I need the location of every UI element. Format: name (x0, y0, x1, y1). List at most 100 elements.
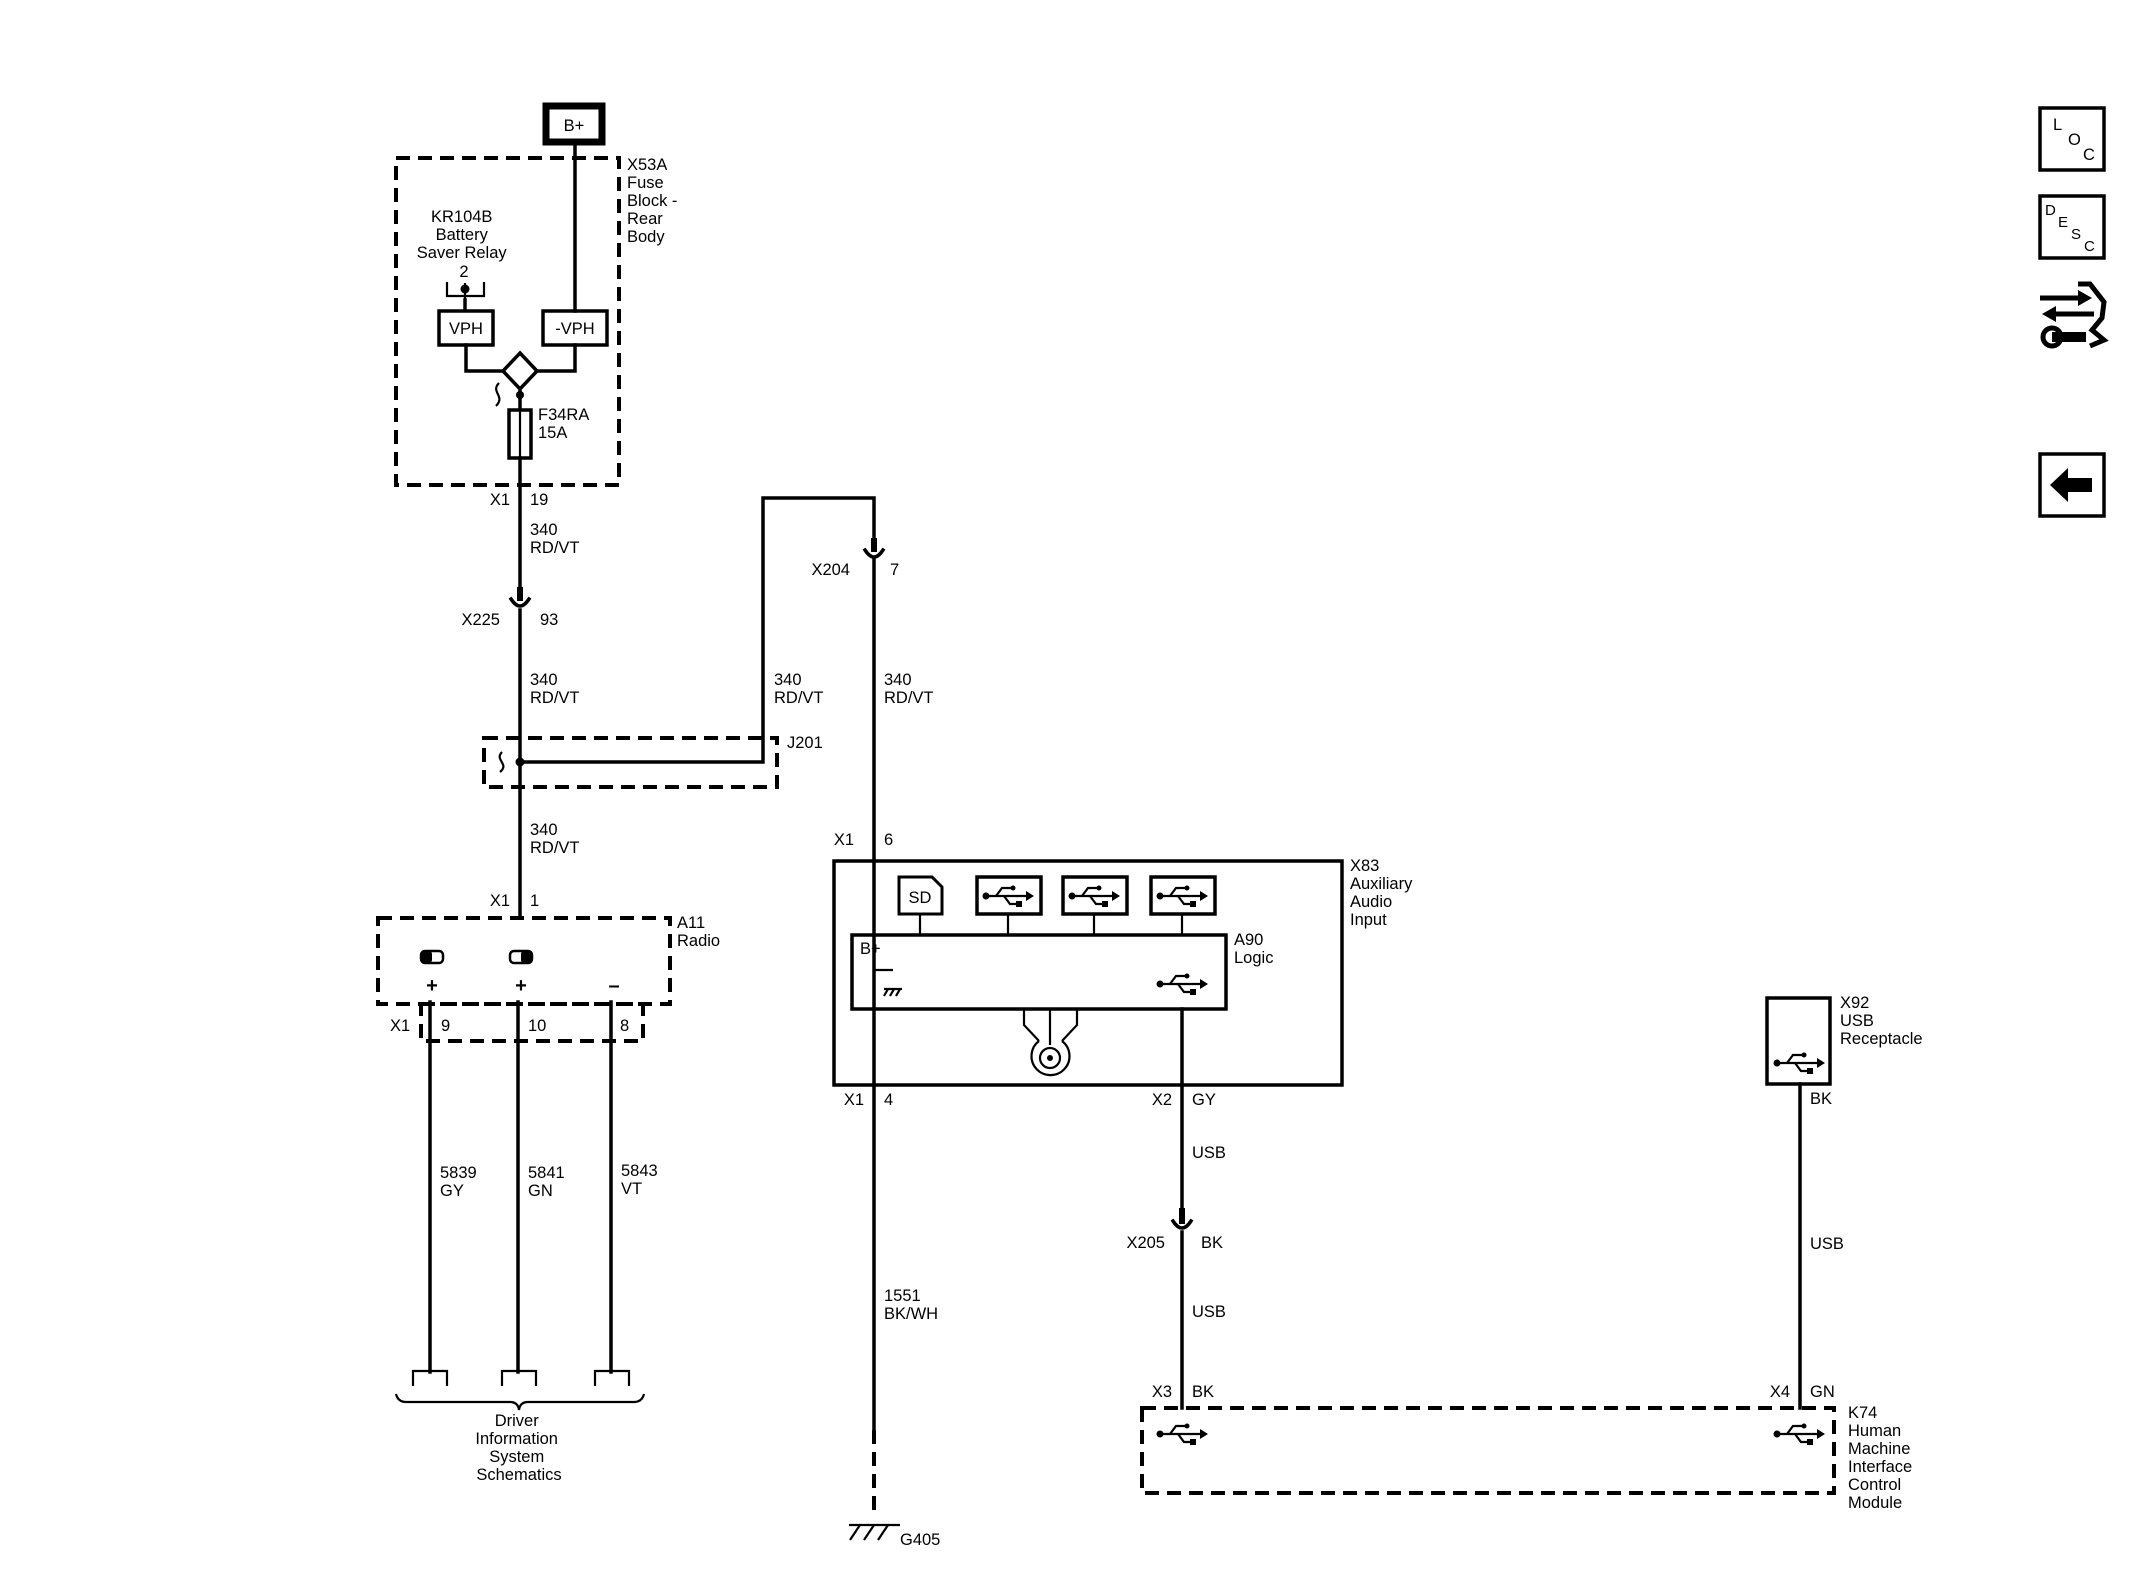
wire-5843-label: 5843 VT (621, 1162, 662, 1198)
service-tools-icon[interactable] (2040, 281, 2109, 349)
radio-minus-sign: – (608, 975, 619, 997)
wire-340-label: 340 RD/VT (884, 671, 934, 707)
splice-label: J201 (787, 734, 823, 752)
radio-pin: 10 (528, 1017, 546, 1035)
fuse-label: F34RA 15A (538, 406, 593, 442)
aux-conn-bottom1: X1 (844, 1091, 864, 1109)
conn-x1-label: X1 (490, 491, 510, 509)
ground-label: G405 (900, 1531, 940, 1549)
usb-icon (1155, 1422, 1210, 1447)
usb-port-icon (975, 875, 1043, 916)
loc-button[interactable]: L O C (2038, 106, 2106, 172)
wire-340-label: 340 RD/VT (530, 671, 580, 707)
aux-pin-bottom2: GY (1192, 1091, 1216, 1109)
fuse-block-x53a (394, 156, 621, 487)
usb-label: USB (1192, 1144, 1226, 1162)
aux-conn-bottom2: X2 (1152, 1091, 1172, 1109)
logic-a90 (850, 933, 1228, 1011)
wire-5841-label: 5841 GN (528, 1164, 569, 1200)
aux-jack-icon (1022, 1009, 1079, 1077)
hmi-conn-right: X4 (1770, 1383, 1790, 1401)
radio-conn: X1 (490, 892, 510, 910)
dis-connector-symbols (394, 1369, 646, 1411)
dis-label: Driver Information System Schematics (475, 1412, 562, 1484)
wire-340-label: 340 RD/VT (530, 821, 580, 857)
relay-diamond (500, 350, 540, 392)
radio-pin-in: 1 (530, 892, 539, 910)
radio-pin: 8 (620, 1017, 629, 1035)
aux-pin-bottom1: 4 (884, 1091, 893, 1109)
aux-audio-input-x83 (832, 859, 1344, 1087)
wire-340-label: 340 RD/VT (530, 521, 580, 557)
logic-bplus: B+ (860, 940, 881, 958)
wire-5839-label: 5839 GY (440, 1164, 481, 1200)
connector-x205 (1170, 1208, 1194, 1230)
usb-receptacle-x92 (1765, 996, 1832, 1086)
svg-text:E: E (2058, 214, 2068, 231)
radio-plus-sign: + (426, 975, 438, 997)
svg-text:L: L (2053, 116, 2062, 134)
wire-1551-label: 1551 BK/WH (884, 1287, 938, 1323)
svg-text:S: S (2071, 226, 2081, 243)
hmi-pin-left: BK (1192, 1383, 1214, 1401)
sd-card-icon: SD (897, 875, 944, 916)
svg-text:C: C (2083, 146, 2095, 164)
hmi-module-k74 (1140, 1406, 1836, 1495)
bplus-label: B+ (564, 117, 585, 135)
vph-box: VPH (437, 309, 495, 347)
chassis-ground-icon (872, 968, 902, 997)
relay-connector-symbol (445, 282, 486, 300)
svg-text:-VPH: -VPH (555, 320, 594, 338)
usb-receptacle-pin: BK (1810, 1090, 1832, 1108)
bplus-source: B+ (542, 102, 606, 146)
conn-x1-pin: 19 (530, 491, 548, 509)
usb-icon (1772, 1051, 1827, 1076)
back-arrow-icon (2050, 468, 2092, 502)
conn-x225-pin: 93 (540, 611, 558, 629)
ground-g405-icon (849, 1523, 900, 1541)
wire-340-label: 340 RD/VT (774, 671, 824, 707)
desc-button[interactable]: D E S C (2038, 194, 2106, 260)
conn-x204-pin: 7 (890, 561, 899, 579)
radio-a11 (376, 916, 672, 1006)
aux-pin-top: 6 (884, 831, 893, 849)
connector-x225 (508, 587, 532, 608)
aux-conn-top: X1 (834, 831, 854, 849)
conn-x204-label: X204 (811, 561, 850, 579)
usb-icon (1155, 972, 1210, 997)
radio-x1-label: X1 (390, 1017, 410, 1035)
splice-j201 (482, 736, 779, 789)
usb-port-icon (1061, 875, 1129, 916)
connector-x204 (862, 538, 886, 559)
svg-text:SD: SD (909, 889, 932, 907)
hmi-label: K74 Human Machine Interface Control Modu… (1848, 1404, 1917, 1512)
radio-switch-symbol (419, 949, 445, 965)
conn-x205-pin: BK (1201, 1234, 1223, 1252)
wire-break-symbol (495, 382, 501, 407)
svg-text:VPH: VPH (449, 320, 483, 338)
usb-label: USB (1810, 1235, 1844, 1253)
hmi-pin-right: GN (1810, 1383, 1835, 1401)
back-button[interactable] (2038, 452, 2106, 518)
usb-receptacle-label: X92 USB Receptacle (1840, 994, 1923, 1048)
radio-plus-sign: + (515, 975, 527, 997)
radio-switch-symbol (508, 949, 534, 965)
svg-text:O: O (2068, 131, 2081, 149)
usb-icon (1772, 1422, 1827, 1447)
hmi-conn-left: X3 (1152, 1383, 1172, 1401)
svg-text:D: D (2045, 202, 2056, 219)
usb-label: USB (1192, 1303, 1226, 1321)
neg-vph-box: -VPH (541, 309, 609, 347)
logic-label: A90 Logic (1234, 931, 1273, 967)
radio-pin: 9 (441, 1017, 450, 1035)
wire-break-symbol (498, 751, 505, 773)
relay-label: KR104B Battery Saver Relay 2 (417, 208, 511, 281)
aux-label: X83 Auxiliary Audio Input (1350, 857, 1417, 929)
fuse-block-label: X53A Fuse Block - Rear Body (627, 156, 682, 246)
radio-x1-connector (419, 1002, 645, 1043)
conn-x205-label: X205 (1126, 1234, 1165, 1252)
radio-label: A11 Radio (677, 914, 720, 950)
usb-port-icon (1149, 875, 1217, 916)
conn-x225-label: X225 (461, 611, 500, 629)
